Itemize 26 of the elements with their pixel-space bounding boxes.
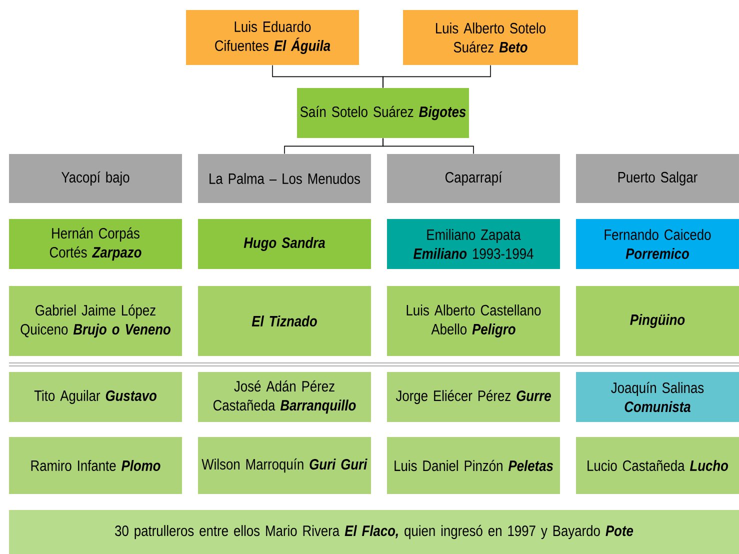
name-box: Saín Sotelo Suárez Bigotes — [297, 88, 469, 138]
name-box: Hugo Sandra — [198, 219, 371, 269]
connector-line — [382, 138, 474, 154]
name-box: Lucio Castañeda Lucho — [576, 437, 739, 494]
name-box: La Palma – Los Menudos — [198, 154, 371, 203]
name-box: Hernán Corpás Cortés Zarpazo — [9, 219, 182, 269]
name-box: Ramiro Infante Plomo — [9, 437, 182, 494]
name-box: Luis Daniel Pinzón Peletas — [387, 437, 560, 494]
name-box: Wilson Marroquín Guri Guri — [198, 437, 371, 494]
name-box: José Adán Pérez Castañeda Barranquillo — [198, 372, 371, 422]
name-box: Joaquín Salinas Comunista — [576, 372, 739, 422]
name-box: El Tiznado — [198, 286, 371, 356]
name-box: 30 patrulleros entre ellos Mario Rivera El Flaco, quien ingresó en 1997 y Bayardo Pote — [9, 510, 739, 554]
name-box: Emiliano Zapata Emiliano 1993-1994 — [387, 219, 560, 269]
name-box: Jorge Eliécer Pérez Gurre — [387, 372, 560, 422]
name-box: Gabriel Jaime López Quiceno Brujo o Veneno — [9, 286, 182, 356]
name-box: Tito Aguilar Gustavo — [9, 372, 182, 422]
name-box: Luis Alberto Sotelo Suárez Beto — [403, 10, 578, 65]
name-box: Yacopí bajo — [9, 154, 182, 203]
name-box: Puerto Salgar — [576, 154, 739, 203]
connector-line — [382, 64, 491, 88]
name-box: Pingüino — [576, 286, 739, 356]
name-box: Luis Alberto Castellano Abello Peligro — [387, 286, 560, 356]
name-box: Fernando Caicedo Porremico — [576, 219, 739, 269]
name-box: Caparrapí — [387, 154, 560, 203]
name-box: Luis Eduardo Cifuentes El Águila — [186, 10, 359, 65]
